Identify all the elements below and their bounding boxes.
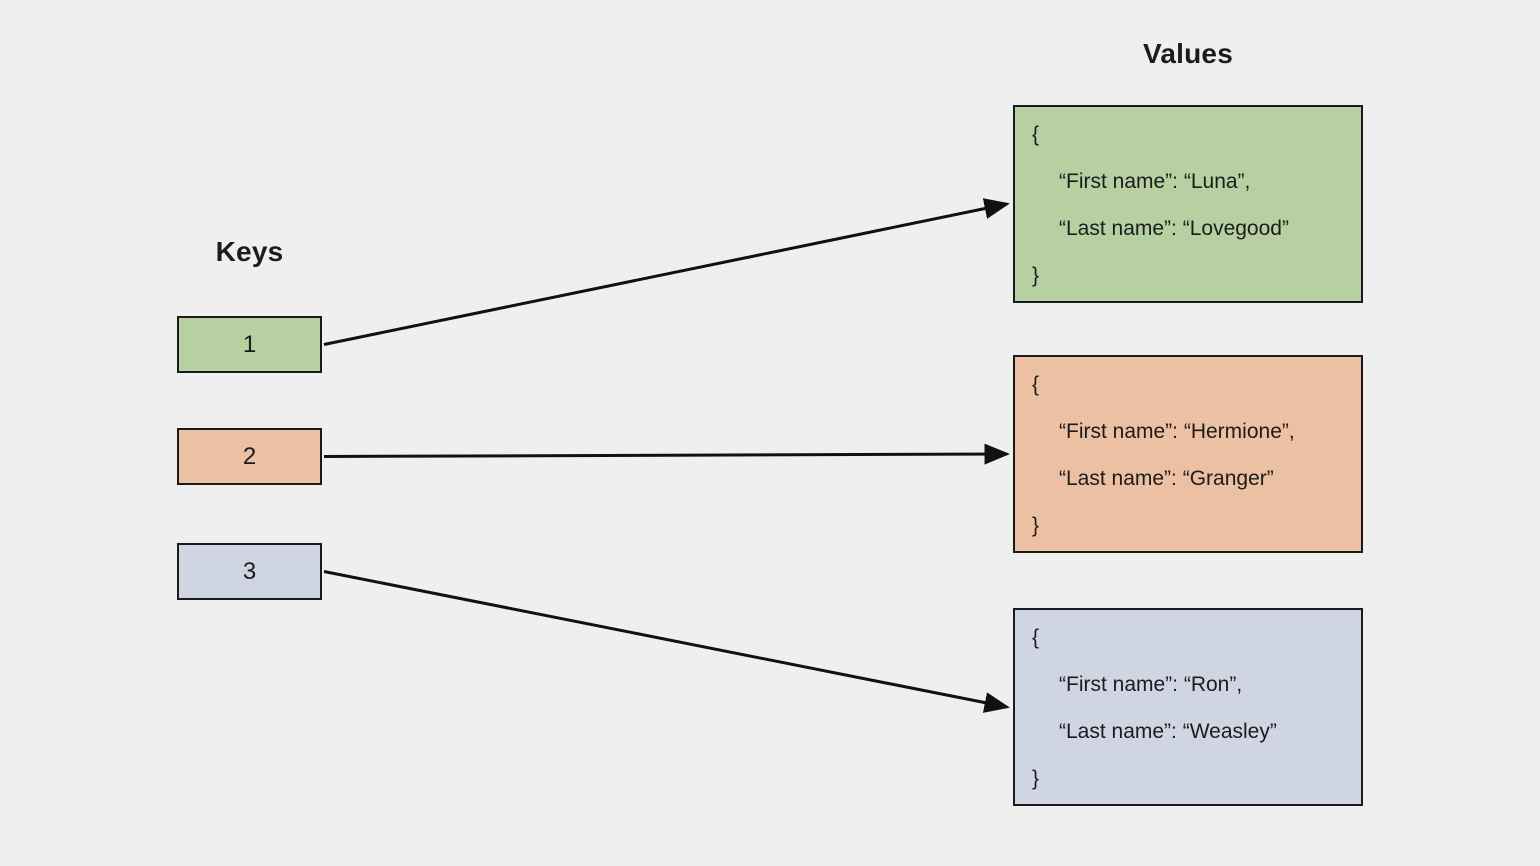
- key-label-2: 2: [242, 442, 257, 470]
- value-box-1: { “First name”: “Luna”, “Last name”: “Lo…: [1013, 105, 1363, 303]
- value-3-first-name: “First name”: “Ron”,: [1059, 673, 1243, 696]
- value-1-close-brace: }: [1032, 264, 1040, 287]
- value-1-open-brace: {: [1032, 123, 1040, 146]
- key-box-1: 1: [177, 316, 322, 373]
- value-1-last-name: “Last name”: “Lovegood”: [1059, 217, 1289, 240]
- value-2-first-name: “First name”: “Hermione”,: [1059, 420, 1295, 443]
- key-label-3: 3: [242, 557, 257, 585]
- key-box-2: 2: [177, 428, 322, 485]
- value-2-last-name: “Last name”: “Granger”: [1059, 467, 1274, 490]
- value-2-close-brace: }: [1032, 514, 1040, 537]
- value-box-3: { “First name”: “Ron”, “Last name”: “Wea…: [1013, 608, 1363, 806]
- value-2-open-brace: {: [1032, 373, 1040, 396]
- value-3-close-brace: }: [1032, 767, 1040, 790]
- value-3-last-name: “Last name”: “Weasley”: [1059, 720, 1277, 743]
- keys-column-title: Keys: [215, 236, 284, 267]
- value-box-2: { “First name”: “Hermione”, “Last name”:…: [1013, 355, 1363, 553]
- values-column-title: Values: [1143, 38, 1233, 69]
- value-3-open-brace: {: [1032, 626, 1040, 649]
- key-label-1: 1: [242, 330, 257, 358]
- key-box-3: 3: [177, 543, 322, 600]
- value-1-first-name: “First name”: “Luna”,: [1059, 170, 1251, 193]
